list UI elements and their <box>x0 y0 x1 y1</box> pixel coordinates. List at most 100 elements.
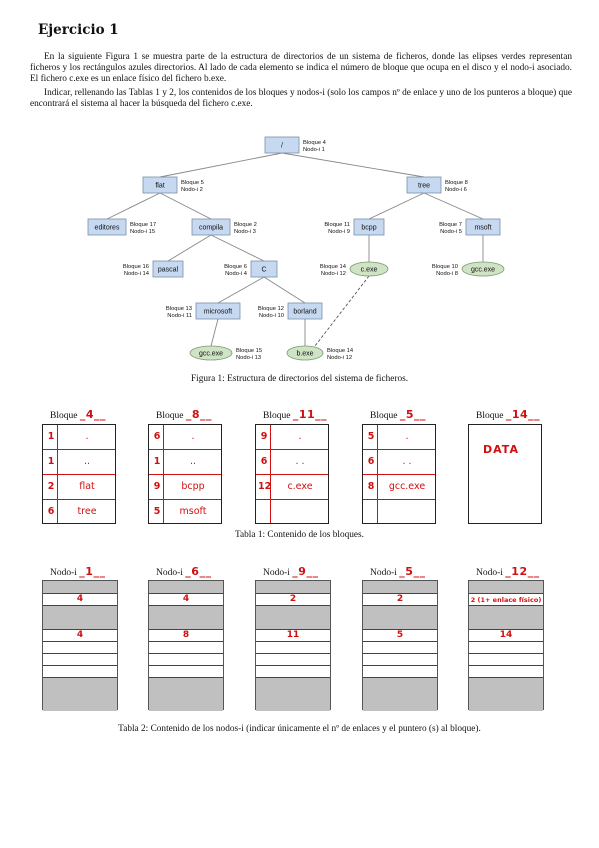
node-block-label: Bloque 7 <box>439 222 462 228</box>
inode-link-count: 2 <box>289 594 297 604</box>
block-header-label: Bloque <box>370 411 400 421</box>
node-inode-label: Nodo-i 12 <box>321 271 346 277</box>
node-block-label: Bloque 17 <box>130 222 156 228</box>
node-inode-label: Nodo-i 10 <box>259 313 284 319</box>
entry-inode: 1 <box>153 456 161 467</box>
block-header: Bloque _4__ <box>50 408 106 421</box>
inode-shaded-field <box>43 677 117 711</box>
tree-edge-tree-msoft <box>423 192 484 220</box>
entry-name: . <box>298 431 302 442</box>
inode-header: Nodo-i _6__ <box>156 565 211 578</box>
inode-field-line <box>43 641 117 642</box>
node-block-label: Bloque 11 <box>324 222 350 228</box>
node-inode-label: Nodo-i 8 <box>436 271 458 277</box>
node-block-label: Bloque 5 <box>181 180 204 186</box>
entry-inode: 1 <box>47 431 55 442</box>
block-box: DATA <box>468 424 542 524</box>
inode-field-line <box>149 677 223 678</box>
tree-edge-microsoft-gccexe2 <box>210 318 219 347</box>
block-row-divider <box>256 499 328 500</box>
inode-block-pointer: 11 <box>286 630 300 640</box>
entry-inode: 6 <box>153 431 161 442</box>
inode-header: Nodo-i _1__ <box>50 565 105 578</box>
entry-inode: 5 <box>367 431 375 442</box>
entry-inode: 12 <box>258 481 272 492</box>
inode-field-line <box>256 593 330 594</box>
inode-field-line <box>149 641 223 642</box>
node-block-label: Bloque 13 <box>166 306 192 312</box>
inode-field-line <box>469 653 543 654</box>
inode-link-count: 4 <box>182 594 190 604</box>
hard-link-edge <box>314 275 370 347</box>
inode-field-line <box>149 593 223 594</box>
inode-field-line <box>149 629 223 630</box>
inode-block-pointer: 4 <box>76 630 84 640</box>
node-label: gcc.exe <box>199 351 223 358</box>
inode-header: Nodo-i _5__ <box>370 565 425 578</box>
entry-inode: 5 <box>153 506 161 517</box>
inode-field-line <box>469 593 543 594</box>
entry-name: .. <box>189 456 197 467</box>
inode-field-line <box>256 641 330 642</box>
tree-edge-tree-bcpp <box>368 192 425 220</box>
inode-field-line <box>363 629 437 630</box>
inode-field-line <box>149 653 223 654</box>
node-label: gcc.exe <box>471 267 495 274</box>
block-header-label: Bloque <box>50 411 80 421</box>
entry-inode: 1 <box>47 456 55 467</box>
inode-field-line <box>363 653 437 654</box>
entry-inode: 9 <box>260 431 268 442</box>
intro-paragraph: En la siguiente Figura 1 se muestra part… <box>30 52 572 84</box>
inode-number: _9__ <box>292 565 319 578</box>
block-row-divider <box>363 449 435 450</box>
inode-field-line <box>363 677 437 678</box>
block-number: _14__ <box>505 408 541 421</box>
inode-header: Nodo-i _9__ <box>263 565 318 578</box>
inode-field-line <box>469 677 543 678</box>
node-label: editores <box>95 225 120 232</box>
block-row-divider <box>149 474 221 475</box>
node-label: / <box>281 143 283 150</box>
block-data-text: DATA <box>483 443 519 456</box>
node-inode-label: Nodo-i 2 <box>181 187 203 193</box>
inode-shaded-field <box>256 677 330 711</box>
inode-number: _5__ <box>399 565 426 578</box>
inode-shaded-field <box>363 677 437 711</box>
node-inode-label: Nodo-i 6 <box>445 187 467 193</box>
inode-link-count: 4 <box>76 594 84 604</box>
node-block-label: Bloque 10 <box>432 264 458 270</box>
inode-link-count: 2 <box>396 594 404 604</box>
inode-field-line <box>149 665 223 666</box>
inode-field-line <box>43 653 117 654</box>
node-inode-label: Nodo-i 12 <box>327 355 352 361</box>
node-block-label: Bloque 2 <box>234 222 257 228</box>
entry-name: . . <box>402 456 412 467</box>
block-row-divider <box>363 474 435 475</box>
inode-shaded-field <box>43 581 117 593</box>
inode-link-count: 2 (1+ enlace físico) <box>470 596 542 604</box>
node-block-label: Bloque 14 <box>320 264 347 270</box>
inode-field-line <box>43 593 117 594</box>
inode-field-line <box>363 593 437 594</box>
inode-shaded-field <box>363 605 437 629</box>
inode-field-line <box>256 677 330 678</box>
block-row-divider <box>149 499 221 500</box>
node-inode-label: Nodo-i 11 <box>167 313 192 319</box>
node-inode-label: Nodo-i 14 <box>124 271 150 277</box>
node-inode-label: Nodo-i 4 <box>225 271 248 277</box>
inode-shaded-field <box>469 605 543 629</box>
block-header-label: Bloque <box>476 411 506 421</box>
inode-header-label: Nodo-i <box>263 568 293 578</box>
table2-caption: Tabla 2: Contenido de los nodos-i (indic… <box>118 724 481 734</box>
inode-shaded-field <box>256 581 330 593</box>
entry-name: .. <box>83 456 91 467</box>
